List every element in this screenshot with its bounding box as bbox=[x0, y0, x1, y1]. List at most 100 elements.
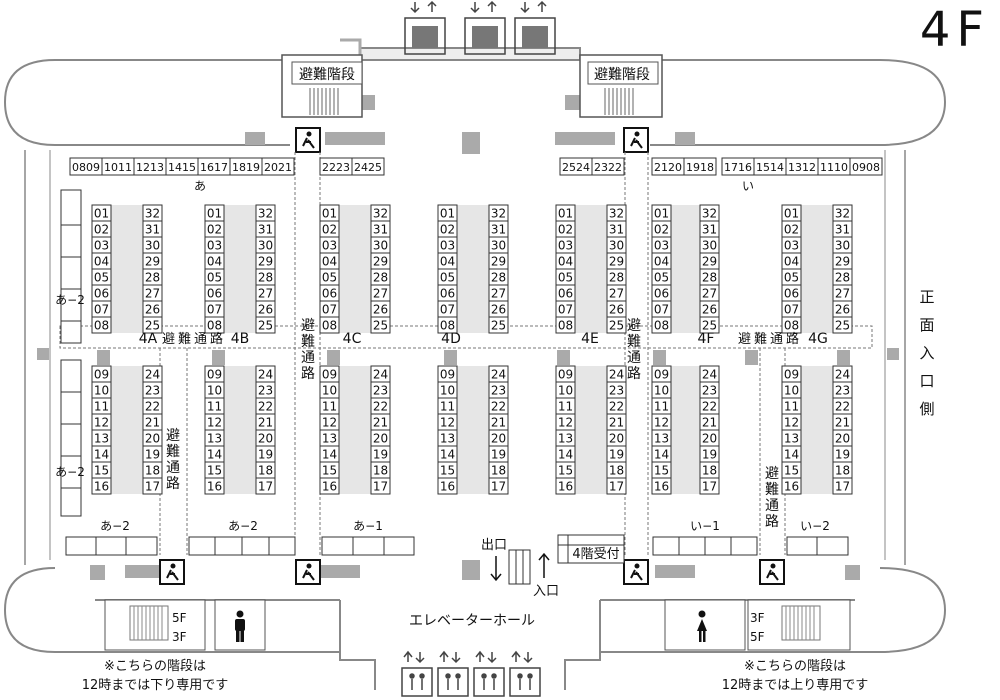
booth-number: 03 bbox=[94, 239, 109, 253]
booth-number: 26 bbox=[145, 303, 160, 317]
booth-number: 22 bbox=[373, 400, 388, 414]
vertical-label-char: 面 bbox=[919, 316, 934, 334]
booth-number: 23 bbox=[258, 384, 273, 398]
vertical-label-char: 入 bbox=[919, 344, 934, 362]
vertical-label-char: 通 bbox=[301, 350, 315, 366]
top-booth-number: 0908 bbox=[852, 161, 880, 174]
stair-floor-mark: 3F bbox=[172, 630, 187, 644]
aisle-shade bbox=[111, 366, 143, 494]
booth-number: 02 bbox=[784, 223, 799, 237]
aisle-shade bbox=[575, 366, 607, 494]
booth-cell bbox=[255, 316, 276, 334]
top-booth-cell bbox=[351, 157, 385, 176]
booth-number: 06 bbox=[440, 287, 455, 301]
booth-number: 30 bbox=[258, 239, 273, 253]
booth-number: 08 bbox=[207, 319, 222, 333]
luggage-elevator-icon bbox=[464, 0, 506, 55]
booth-number: 18 bbox=[702, 464, 717, 478]
booth-number: 28 bbox=[373, 271, 388, 285]
booth-number: 22 bbox=[609, 400, 624, 414]
booth-cell bbox=[781, 477, 802, 495]
top-booth-number: 2425 bbox=[354, 161, 382, 174]
block-label-4d: 4D bbox=[441, 331, 461, 347]
wall-blocks bbox=[37, 95, 899, 580]
block-label-4f: 4F bbox=[698, 331, 715, 347]
top-booth-number: 1312 bbox=[788, 161, 816, 174]
booth-number: 27 bbox=[702, 287, 717, 301]
booth-cell bbox=[699, 477, 720, 495]
emergency-exit-icon[interactable] bbox=[295, 127, 321, 153]
booth-number: 09 bbox=[94, 368, 109, 382]
luggage-elevators bbox=[404, 0, 556, 55]
booth-number: 25 bbox=[702, 319, 717, 333]
booth-number: 32 bbox=[835, 207, 850, 221]
booth-number: 16 bbox=[784, 480, 799, 494]
booth-number: 31 bbox=[491, 223, 506, 237]
vertical-label-char: 路 bbox=[765, 514, 779, 530]
booth-number: 21 bbox=[609, 416, 624, 430]
booth-number: 14 bbox=[94, 448, 109, 462]
booth-number: 31 bbox=[145, 223, 160, 237]
booth-number: 14 bbox=[440, 448, 455, 462]
aisle-shade bbox=[224, 366, 256, 494]
booth-number: 15 bbox=[440, 464, 455, 478]
booth-number: 28 bbox=[145, 271, 160, 285]
booth-number: 05 bbox=[207, 271, 222, 285]
booth-number: 10 bbox=[440, 384, 455, 398]
booth-cell bbox=[832, 316, 853, 334]
booth-number: 32 bbox=[491, 207, 506, 221]
elevator-hall-label: エレベーターホール bbox=[409, 613, 535, 629]
booth-number: 13 bbox=[322, 432, 337, 446]
booth-number: 10 bbox=[784, 384, 799, 398]
booth-number: 14 bbox=[558, 448, 573, 462]
booth-number: 29 bbox=[373, 255, 388, 269]
booth-number: 26 bbox=[702, 303, 717, 317]
booth-number: 29 bbox=[609, 255, 624, 269]
booth-number: 24 bbox=[491, 368, 506, 382]
reception-label: 4階受付 bbox=[572, 547, 619, 562]
booth-number: 07 bbox=[654, 303, 669, 317]
emergency-exit-icon[interactable] bbox=[295, 559, 321, 585]
booth-number: 27 bbox=[258, 287, 273, 301]
aisle-shade bbox=[575, 205, 607, 333]
aisle-shade bbox=[111, 205, 143, 333]
booth-cell bbox=[606, 477, 627, 495]
area-label: あ−1 bbox=[353, 519, 383, 533]
booth-number: 23 bbox=[702, 384, 717, 398]
vertical-label-char: 避 bbox=[301, 318, 315, 334]
booth-number: 17 bbox=[258, 480, 273, 494]
aisle-shade bbox=[339, 366, 371, 494]
booth-number: 21 bbox=[702, 416, 717, 430]
vertical-label-char: 路 bbox=[166, 476, 180, 492]
arrow-up-icon bbox=[538, 552, 550, 578]
booth-number: 07 bbox=[784, 303, 799, 317]
booth-number: 03 bbox=[440, 239, 455, 253]
booth-number: 25 bbox=[145, 319, 160, 333]
booth-number: 28 bbox=[258, 271, 273, 285]
booth-number: 17 bbox=[145, 480, 160, 494]
block-label-4b: 4B bbox=[231, 331, 250, 347]
emergency-exit-icon[interactable] bbox=[759, 559, 785, 585]
vertical-label: 避難通路 bbox=[627, 318, 641, 382]
emergency-exit-icon[interactable] bbox=[623, 559, 649, 585]
emergency-exit-icon[interactable] bbox=[623, 127, 649, 153]
emergency-exit-icon[interactable] bbox=[159, 559, 185, 585]
booth-number: 03 bbox=[558, 239, 573, 253]
top-booth-number: 1819 bbox=[232, 161, 260, 174]
floor-label: 4F bbox=[920, 2, 990, 58]
booth-number: 08 bbox=[94, 319, 109, 333]
top-booth-number: 2524 bbox=[562, 161, 590, 174]
booth-number: 05 bbox=[654, 271, 669, 285]
booth-number: 25 bbox=[373, 319, 388, 333]
top-booth-number: 1415 bbox=[168, 161, 196, 174]
top-booth-cell bbox=[849, 157, 883, 176]
booth-number: 32 bbox=[258, 207, 273, 221]
booth-number: 02 bbox=[654, 223, 669, 237]
booth-number: 19 bbox=[609, 448, 624, 462]
booth-grid: 0102030405060708323130292827262509101112… bbox=[91, 204, 853, 495]
vertical-label-char: 避 bbox=[166, 428, 180, 444]
booth-number: 30 bbox=[373, 239, 388, 253]
booth-number: 01 bbox=[440, 207, 455, 221]
